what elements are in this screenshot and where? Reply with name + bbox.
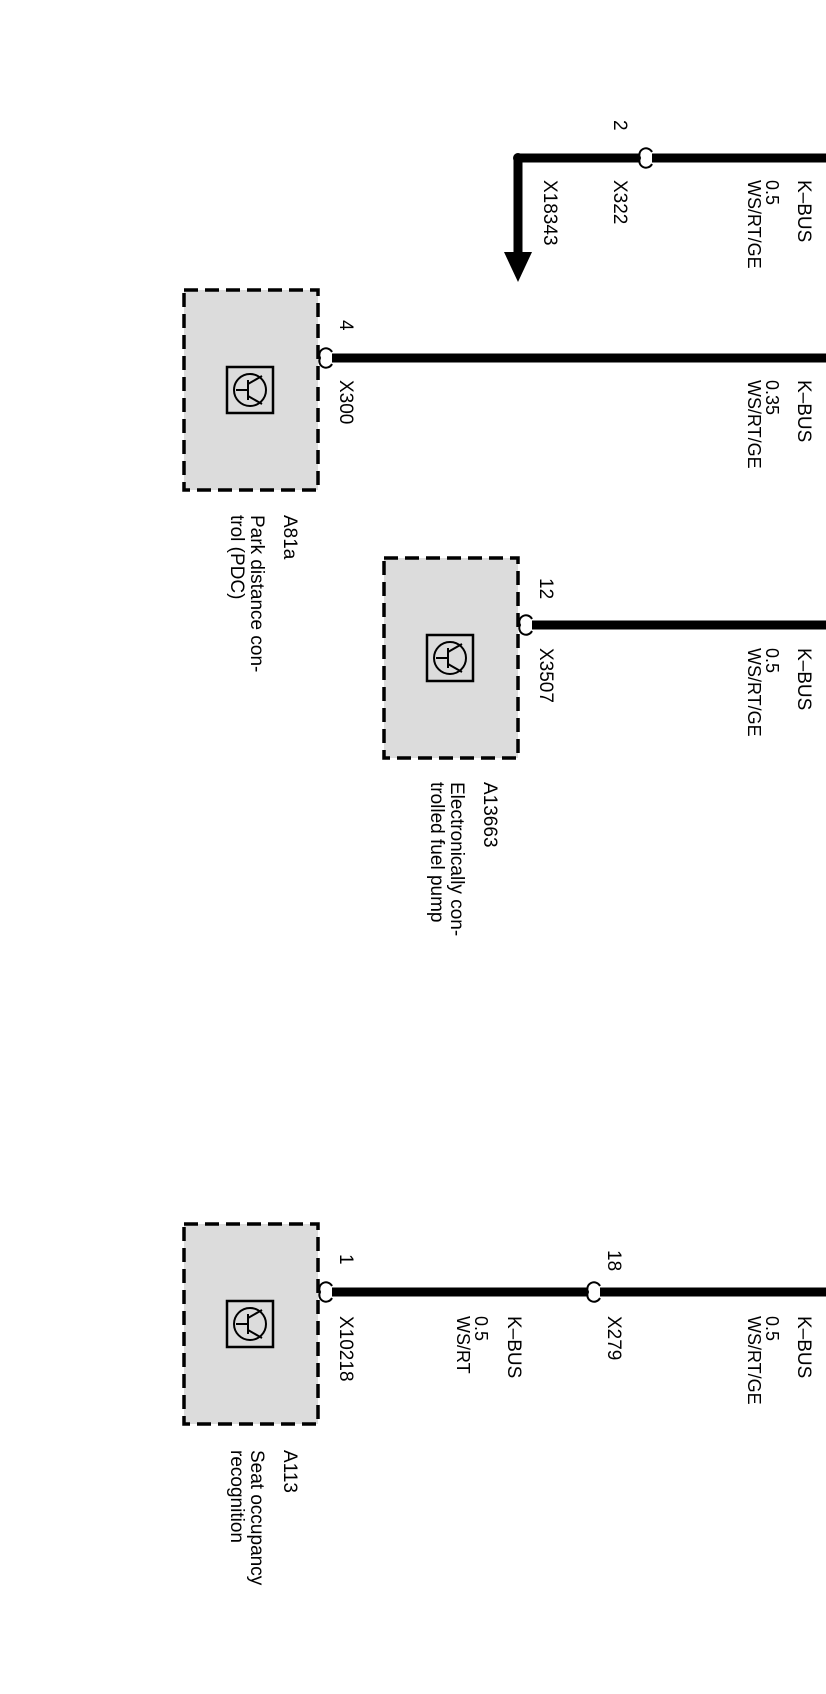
wire-w4-color: WS/RT/GE [744,1316,764,1405]
wire-w1-gauge: 0.5 [762,180,782,205]
wire-w5-gauge: 0.5 [471,1316,491,1341]
component-a81a-desc-1: Park distance con- [246,515,267,672]
pin-x3507: 12 [535,578,556,599]
component-a113-id: A113 [279,1450,300,1493]
wire-w5-color: WS/RT [453,1316,473,1374]
wire-w2-gauge: 0.35 [762,380,782,415]
arrow-down-icon [504,252,532,282]
wire-x300 [318,347,826,369]
component-a13663-desc-2: trolled fuel pump [426,782,447,922]
label-x3507: X3507 [535,648,556,703]
wire-x322 [504,147,826,282]
wire-w4-gauge: 0.5 [762,1316,782,1341]
component-a13663-id: A13663 [479,782,500,848]
label-x18343: X18343 [539,180,560,246]
transistor-icon [225,365,275,415]
component-a81a-id: A81a [279,515,300,560]
label-x322: X322 [609,180,630,224]
pin-x10218: 1 [335,1254,356,1265]
component-a13663 [382,556,520,760]
component-a81a [182,288,320,492]
wire-x279-x10218 [318,1281,826,1303]
pin-x300: 4 [335,320,356,331]
wire-w1-color: WS/RT/GE [744,180,764,269]
pin-x322: 2 [609,120,630,131]
wire-w3-bus: K–BUS [793,648,814,710]
wire-w3-gauge: 0.5 [762,648,782,673]
wire-w5-bus: K–BUS [503,1316,524,1378]
label-x300: X300 [335,380,356,424]
component-a81a-desc-2: trol (PDC) [226,515,247,599]
wire-x3507 [518,614,826,636]
component-a113 [182,1222,320,1426]
wire-w2-bus: K–BUS [793,380,814,442]
pin-x279: 18 [603,1250,624,1271]
wire-w4-bus: K–BUS [793,1316,814,1378]
wire-w1-bus: K–BUS [793,180,814,242]
component-a13663-desc-1: Electronically con- [446,782,467,936]
component-a113-desc-1: Seat occupancy [246,1450,267,1586]
component-a113-desc-2: recognition [226,1450,247,1543]
transistor-icon [225,1299,275,1349]
transistor-icon [425,633,475,683]
label-x279: X279 [603,1316,624,1360]
wire-w2-color: WS/RT/GE [744,380,764,469]
wire-w3-color: WS/RT/GE [744,648,764,737]
label-x10218: X10218 [335,1316,356,1382]
